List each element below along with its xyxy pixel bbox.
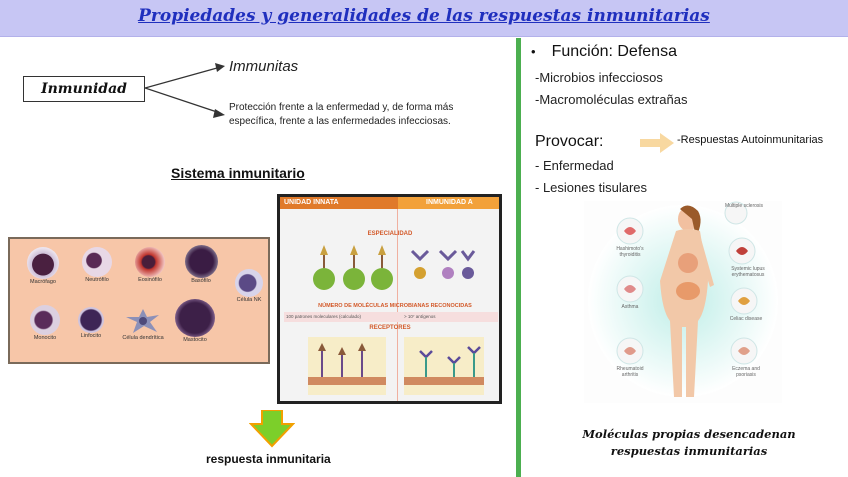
numero-right: > 10⁷ antígenos (404, 314, 436, 319)
cell-linfocito: Linfocito (66, 307, 116, 339)
list-item: - Enfermedad (535, 158, 614, 173)
innate-adaptive-figure: UNIDAD INNATA INMUNIDAD A ESPECIALIDAD N… (277, 194, 502, 404)
bullet-icon: • (531, 44, 536, 59)
respuesta-label: respuesta inmunitaria (206, 452, 331, 466)
funcion-list: -Microbios infecciosos -Macromoléculas e… (535, 67, 687, 111)
funcion-heading: •Función: Defensa (531, 43, 677, 60)
page-title: Propiedades y generalidades de las respu… (138, 6, 710, 26)
header-bar (0, 0, 848, 37)
right-arrow-icon (640, 133, 674, 153)
branch-arrows (145, 63, 225, 118)
provocar-list: - Enfermedad - Lesiones tisulares (535, 155, 647, 199)
cell-basofilo: Basófilo (176, 245, 226, 284)
cell-mastocito: Mastocito (170, 299, 220, 343)
receptors-diagram (308, 343, 484, 385)
specificity-diagram (313, 245, 476, 290)
cells-illustration: Macrófago Neutrófilo Eosinófilo Basófilo… (8, 237, 270, 364)
list-item: -Macromoléculas extrañas (535, 92, 688, 107)
cell-monocito: Monocito (20, 305, 70, 341)
adaptive-header: INMUNIDAD A (398, 197, 499, 209)
down-arrow-icon (249, 410, 295, 448)
receptores-label: RECEPTORES (369, 325, 411, 331)
autoinmunitarias-text: -Respuestas Autoinmunitarias (677, 134, 824, 146)
cell-dendritica: Célula dendrítica (118, 305, 168, 341)
cell-nk: Célula NK (224, 269, 274, 303)
condition-label: Eczema and psoriasis (732, 366, 760, 378)
especificidad-label: ESPECIALIDAD (367, 231, 413, 237)
numero-left: 100 patrones moleculares (calculado) (286, 314, 362, 319)
condition-label: Asthma (621, 304, 639, 310)
condition-label: Multiple sclerosis (724, 203, 764, 209)
list-item: -Microbios infecciosos (535, 70, 663, 85)
divider (516, 38, 521, 477)
numero-label: NÚMERO DE MOLÉCULAS MICROBIANAS RECONOCI… (318, 303, 472, 309)
immunitas-text: Immunitas (229, 58, 299, 75)
proteccion-text: Protección frente a la enfermedad y, de … (229, 102, 454, 127)
cell-macrofago: Macrófago (18, 247, 68, 285)
sistema-title: Sistema inmunitario (171, 165, 305, 181)
innate-header: UNIDAD INNATA (280, 197, 398, 209)
condition-label: Hashimoto's thyroiditis (616, 246, 644, 258)
condition-label: Rheumatoid arthritis (616, 366, 644, 378)
condition-label: Systemic lupus erythematosus (731, 266, 765, 278)
provocar-heading: Provocar: (535, 133, 604, 150)
inmunidad-box: Inmunidad (23, 76, 145, 102)
list-item: - Lesiones tisulares (535, 180, 647, 195)
cell-neutrofilo: Neutrófilo (72, 247, 122, 283)
condition-label: Celiac disease (729, 316, 763, 322)
moleculas-caption: Moléculas propias desencadenan respuesta… (582, 427, 796, 458)
autoimmune-figure: Multiple sclerosis Hashimoto's thyroidit… (584, 201, 782, 403)
cell-eosinofilo: Eosinófilo (125, 247, 175, 283)
body-illustration (588, 201, 778, 397)
